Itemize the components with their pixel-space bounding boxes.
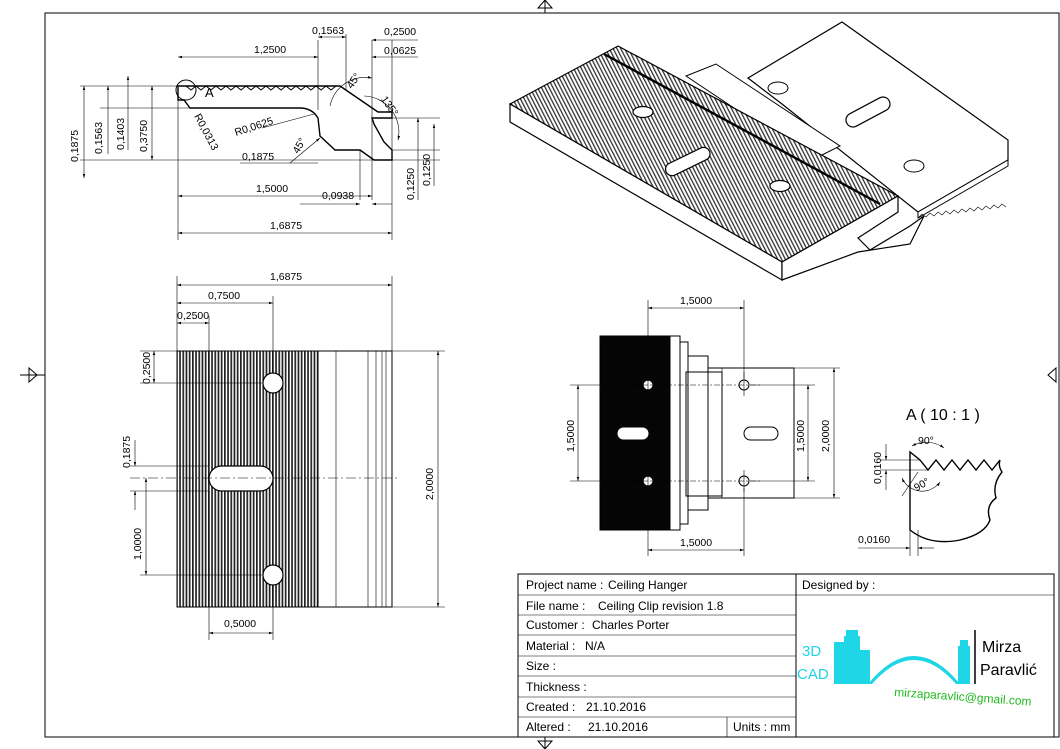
designer-email: mirzaparavlic@gmail.com [894, 685, 1032, 709]
center-slot [208, 465, 274, 492]
dim-1-2500: 1,2500 [254, 44, 286, 56]
altered-value: 21.10.2016 [588, 720, 648, 734]
dim-90-bottom: 90° [912, 476, 932, 494]
dim-1-5000-bottom-bottom: 1,5000 [680, 537, 712, 549]
dim-0-2500-top: 0,2500 [384, 26, 416, 38]
dim-135: 135° [378, 94, 400, 119]
dim-1-6875-side: 1,6875 [270, 220, 302, 232]
bridge-logo-icon [834, 630, 970, 684]
dim-0-1875-h: 0,1875 [242, 151, 274, 163]
dim-1-5000-bottom-top: 1,5000 [680, 295, 712, 307]
altered-label: Altered : [526, 720, 571, 734]
project-name-value: Ceiling Hanger [608, 578, 687, 592]
dim-1-5000-bottom-right: 1,5000 [795, 420, 807, 452]
dim-0-3750-v: 0,3750 [138, 120, 150, 152]
dim-90-top: 90° [918, 435, 934, 447]
logo-3d-text: 3D [802, 643, 821, 660]
dim-1-0000: 1,0000 [132, 528, 144, 560]
mounting-hole-bottom [262, 564, 284, 586]
dim-r0-0313: R0,0313 [191, 112, 220, 153]
thickness-label: Thickness : [526, 680, 587, 694]
isometric-view [508, 21, 1009, 282]
dim-0-0625-top: 0,0625 [384, 45, 416, 57]
material-label: Material : [526, 639, 575, 653]
mounting-hole-top [262, 372, 284, 394]
size-label: Size : [526, 659, 556, 673]
top-view: 1,6875 0,7500 0,2500 0,2500 0,1875 1,000… [121, 271, 445, 640]
dim-r0-0625: R0,0625 [233, 115, 275, 139]
dim-0-2500-v: 0,2500 [141, 352, 153, 384]
dim-0-1403-v: 0,1403 [115, 118, 127, 150]
dim-0-7500: 0,7500 [208, 290, 240, 302]
dim-1-5000: 1,5000 [256, 183, 288, 195]
dim-1-6875-top: 1,6875 [270, 271, 302, 283]
bottom-view: 1,5000 1,5000 1,5000 2,0000 1,5000 [565, 295, 840, 556]
dim-45-b: 45° [290, 136, 308, 156]
dim-0-1250-a: 0,1250 [405, 168, 417, 200]
logo-cad-text: CAD [797, 666, 829, 683]
dim-2-0000-top: 2,0000 [424, 468, 436, 500]
dim-45-a: 45° [344, 71, 363, 91]
dim-1-5000-bottom-left: 1,5000 [565, 420, 577, 452]
dim-0-1563-top: 0,1563 [312, 25, 344, 37]
dim-2-0000-bottom: 2,0000 [820, 420, 832, 452]
dim-0-0160-h: 0,0160 [858, 534, 890, 546]
dim-0-1250-b: 0,1250 [421, 154, 433, 186]
created-value: 21.10.2016 [586, 700, 646, 714]
designed-by-label: Designed by : [802, 578, 875, 592]
side-profile-view: A 0,1563 0,2500 0,0625 1,2500 1,5000 0,0… [69, 25, 440, 240]
dim-0-2500-h: 0,2500 [177, 310, 209, 322]
customer-value: Charles Porter [592, 618, 669, 632]
detail-a-label: A [205, 85, 214, 100]
dim-0-0938: 0,0938 [322, 190, 354, 202]
designer-last-name: Paravlić [980, 662, 1037, 679]
file-name-label: File name : [526, 599, 585, 613]
units-label: Units : mm [733, 720, 790, 734]
designer-logo: 3D CAD Mirza Paravlić mirzaparavlic@gmai… [797, 630, 1037, 709]
created-label: Created : [526, 700, 575, 714]
dim-0-0160-v: 0,0160 [872, 452, 884, 484]
dim-0-1875: 0,1875 [121, 436, 133, 468]
detail-view-a: A ( 10 : 1 ) 90° 90° 0,0160 0,0160 [858, 407, 1003, 556]
customer-label: Customer : [526, 618, 585, 632]
material-value: N/A [585, 639, 605, 653]
project-name-label: Project name : [526, 578, 603, 592]
dim-0-1875-v: 0,1875 [69, 130, 81, 162]
title-block: Project name : Ceiling Hanger File name … [517, 573, 1055, 738]
designer-first-name: Mirza [982, 639, 1021, 656]
dim-0-1563-v: 0,1563 [93, 122, 105, 154]
detail-a-circle [175, 79, 197, 101]
dim-0-5000: 0,5000 [224, 618, 256, 630]
detail-view-title: A ( 10 : 1 ) [906, 407, 980, 424]
file-name-value: Ceiling Clip revision 1.8 [598, 599, 724, 613]
